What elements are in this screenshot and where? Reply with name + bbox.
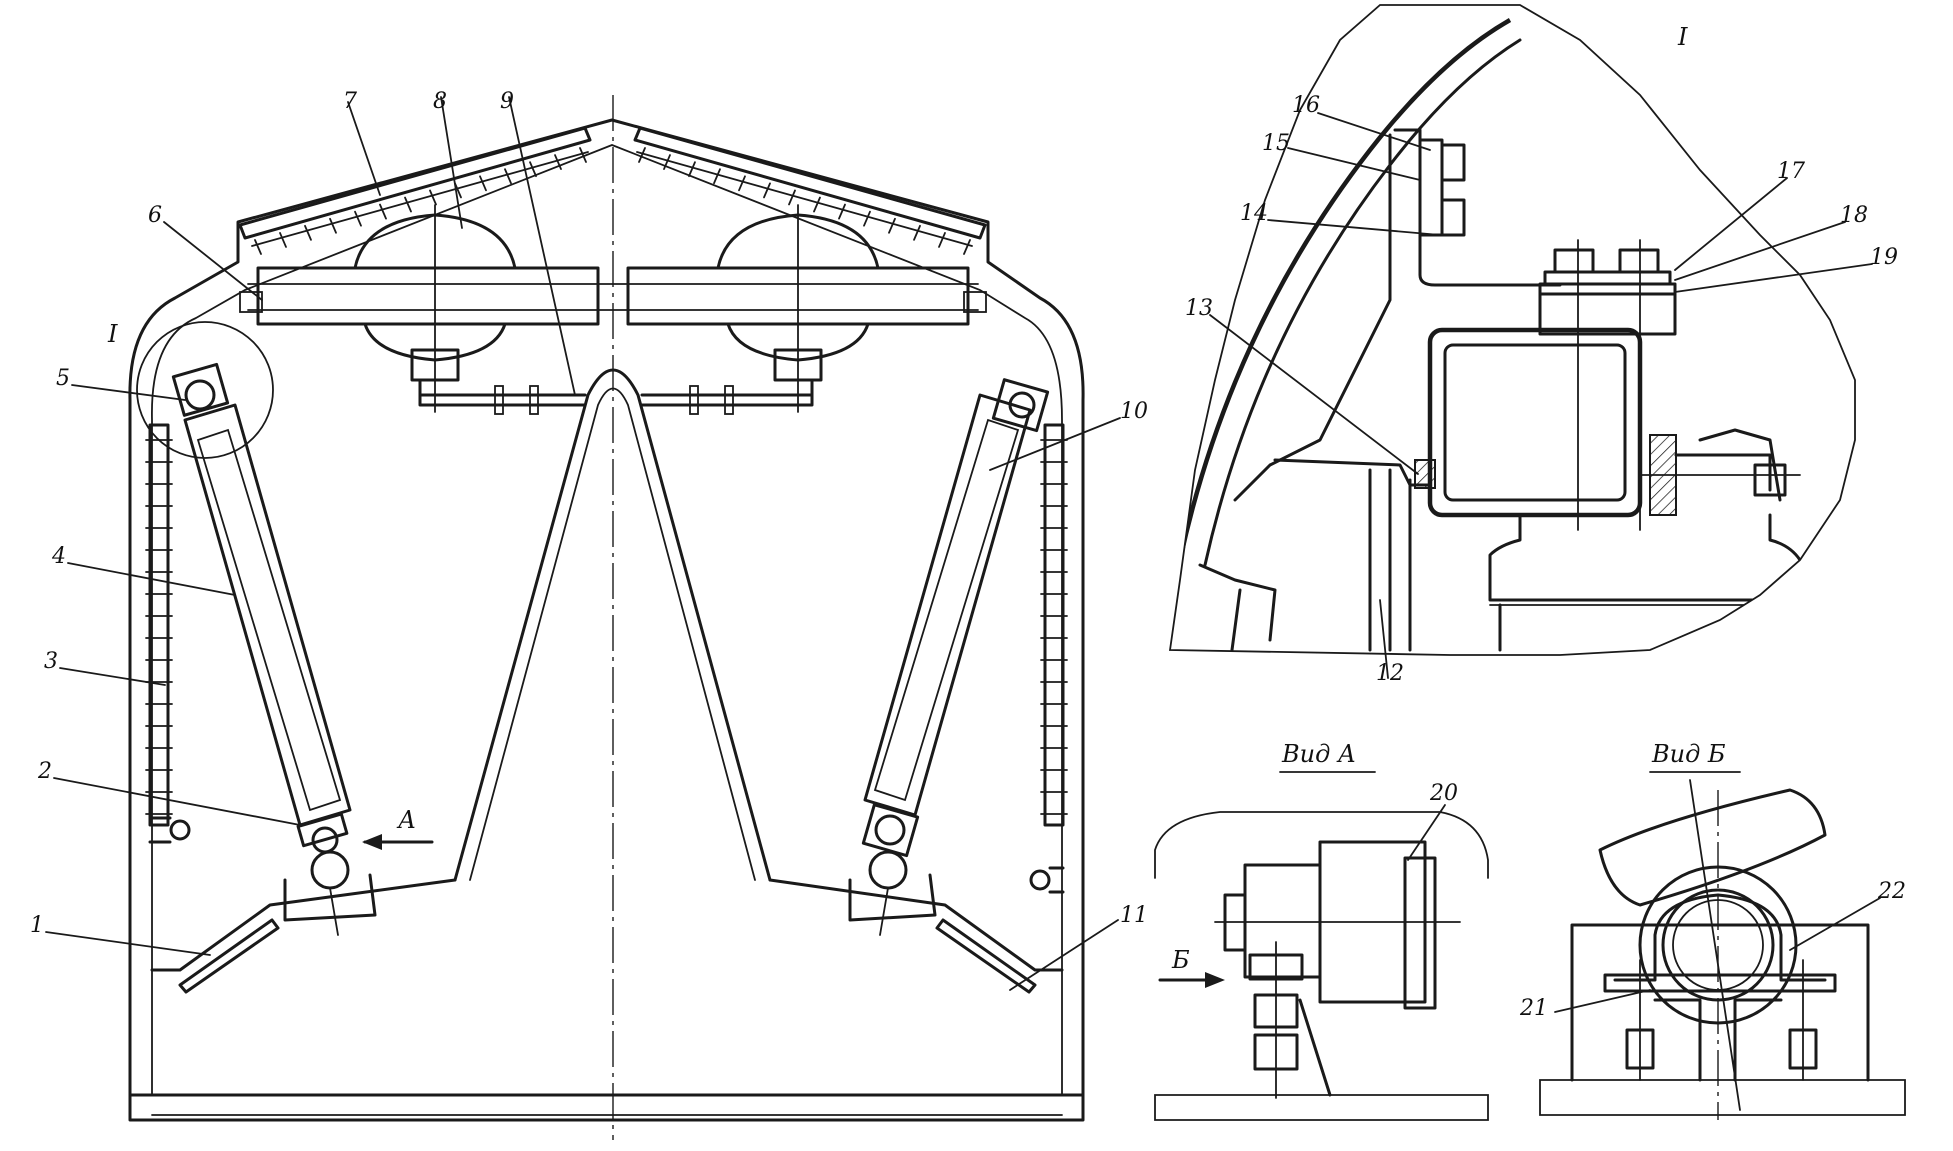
label-4: 4: [51, 544, 66, 569]
central-partition-inner: [469, 387, 756, 881]
view-b-title: Вид Б: [1651, 740, 1726, 768]
central-partition: [453, 368, 772, 882]
fan-units: [353, 204, 880, 413]
detail-i-view: [1168, 4, 1856, 656]
label-22: 22: [1877, 879, 1906, 904]
label-7: 7: [343, 89, 357, 114]
bottom-left-bracket: [150, 878, 457, 972]
label-20: 20: [1429, 781, 1458, 806]
outer-body-shell: [128, 118, 1085, 1122]
detail-i-boundary: [1168, 4, 1856, 656]
label-3: 3: [44, 649, 58, 674]
leader-lines: [45, 96, 1881, 1013]
view-a-bottom-break: [1154, 1094, 1489, 1121]
view-b: [1539, 771, 1906, 1120]
label-2: 2: [37, 759, 52, 784]
floor-plates: [178, 918, 1037, 994]
label-18: 18: [1840, 203, 1868, 228]
side-lugs: [148, 816, 1065, 894]
detail-outer-shell: [1177, 18, 1512, 561]
detail-inner-shell: [1203, 38, 1522, 567]
view-a-top-break: [1154, 811, 1489, 879]
label-1: 1: [30, 913, 44, 938]
right-shock-absorber: [848, 378, 1050, 936]
view-a-title: Вид А: [1281, 740, 1356, 768]
label-19: 19: [1870, 245, 1898, 270]
view-b-cap: [1598, 788, 1827, 907]
view-a-arrow: [362, 834, 434, 850]
label-16: 16: [1292, 93, 1320, 118]
label-17: 17: [1777, 159, 1805, 184]
label-13: 13: [1185, 296, 1213, 321]
bottom-right-bracket: [768, 878, 1064, 972]
callout-i-label: I: [107, 320, 118, 348]
label-10: 10: [1120, 399, 1148, 424]
detail-box-section: [1427, 327, 1643, 518]
view-b-bottom-break: [1539, 1079, 1906, 1116]
label-14: 14: [1240, 201, 1268, 226]
detail-seal-13: [1414, 459, 1436, 489]
side-panels: [145, 423, 1068, 827]
callout-labels: 1 2 3 4 5 6 7 8 9 10 11 12 13 14 15 16 1…: [30, 23, 1906, 1021]
label-5: 5: [56, 366, 70, 391]
detail-i-callout-circle: [136, 321, 274, 459]
arrow-a-label: А: [396, 806, 416, 834]
main-cross-section: [128, 95, 1085, 1140]
pipe-duct: [418, 378, 814, 415]
label-11: 11: [1120, 903, 1148, 928]
label-8: 8: [433, 89, 447, 114]
left-shock-absorber: [171, 362, 377, 936]
label-12: 12: [1376, 661, 1404, 686]
inner-body-shell: [151, 144, 1063, 1096]
label-21: 21: [1519, 996, 1548, 1021]
view-a: [1154, 771, 1489, 1121]
detail-i-title: I: [1677, 23, 1688, 51]
label-6: 6: [148, 203, 162, 228]
label-9: 9: [500, 89, 514, 114]
label-15: 15: [1262, 131, 1290, 156]
arrow-b-label: Б: [1171, 946, 1190, 974]
